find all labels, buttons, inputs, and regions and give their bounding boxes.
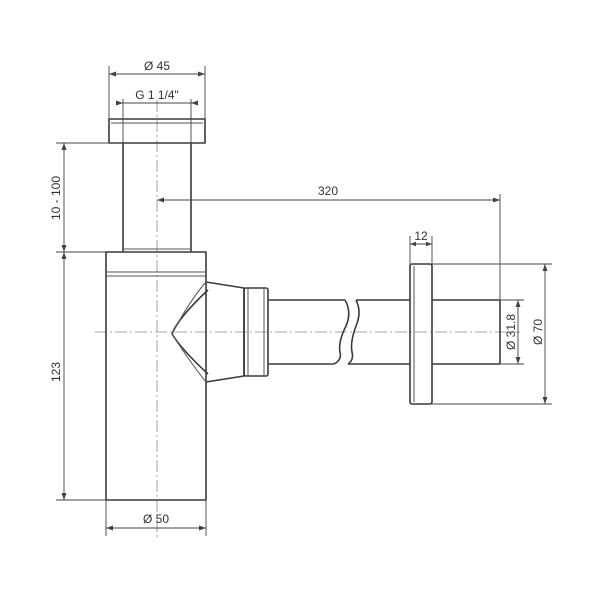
label-flange-thickness: 12 — [414, 229, 428, 243]
bottle-body — [105, 251, 207, 501]
label-thread: G 1 1/4" — [135, 88, 179, 102]
label-pipe-length: 320 — [318, 184, 338, 198]
outlet-pipe — [268, 299, 410, 365]
top-nut — [108, 118, 206, 144]
wall-flange — [409, 263, 433, 405]
dimension-body-height — [56, 252, 106, 501]
pipe-tail — [432, 299, 501, 365]
dimension-pipe-length — [157, 194, 501, 300]
label-body-height: 123 — [49, 362, 63, 382]
stem-pipe — [122, 143, 192, 252]
union-nut — [243, 287, 269, 377]
dimension-top-diameter — [108, 66, 206, 119]
label-stem-length: 10 - 100 — [49, 176, 63, 220]
label-pipe-diameter: Ø 31.8 — [504, 314, 518, 350]
label-flange-diameter: Ø 70 — [531, 319, 545, 345]
dimension-stem-length — [56, 142, 123, 253]
dimension-thread — [116, 99, 198, 143]
dimension-flange-diameter — [432, 263, 552, 405]
dimension-pipe-diameter — [500, 299, 524, 365]
dimension-body-diameter — [105, 500, 207, 536]
label-top-diameter: Ø 45 — [144, 59, 170, 73]
label-body-diameter: Ø 50 — [143, 512, 169, 526]
dimension-flange-thickness — [409, 236, 433, 264]
